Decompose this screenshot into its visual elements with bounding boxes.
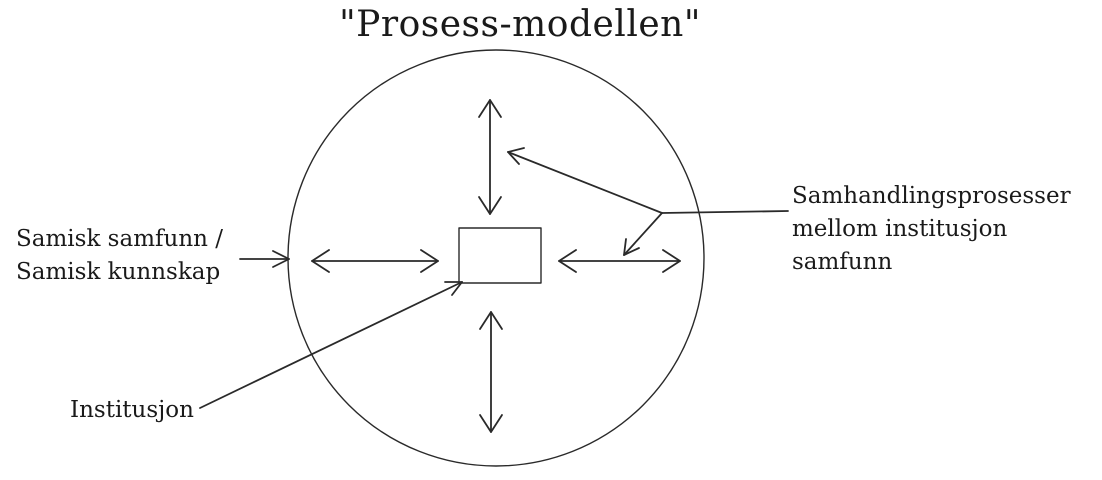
label-samhandlingsprosesser-line2: mellom institusjon bbox=[792, 216, 1008, 242]
bottom-double-arrow bbox=[479, 311, 503, 433]
label-samisk-samfunn-line2: Samisk kunnskap bbox=[16, 259, 221, 285]
left-double-arrow bbox=[311, 249, 439, 273]
processes-pointer-arrows bbox=[507, 147, 789, 256]
label-samhandlingsprosesser: Samhandlingsprosesser mellom institusjon… bbox=[792, 180, 1071, 279]
label-samisk-samfunn: Samisk samfunn / Samisk kunnskap bbox=[16, 223, 223, 289]
institution-box bbox=[458, 227, 542, 284]
right-double-arrow bbox=[558, 249, 681, 273]
top-double-arrow bbox=[478, 99, 502, 215]
label-samhandlingsprosesser-line3: samfunn bbox=[792, 249, 893, 275]
institution-pointer-arrow bbox=[199, 281, 463, 409]
label-institusjon: Institusjon bbox=[70, 397, 194, 423]
diagram-title: "Prosess-modellen" bbox=[339, 4, 701, 45]
society-circle bbox=[287, 49, 705, 467]
label-samisk-samfunn-line1: Samisk samfunn / bbox=[16, 226, 224, 252]
society-pointer-arrow bbox=[239, 250, 290, 268]
label-samhandlingsprosesser-line1: Samhandlingsprosesser bbox=[792, 183, 1071, 209]
